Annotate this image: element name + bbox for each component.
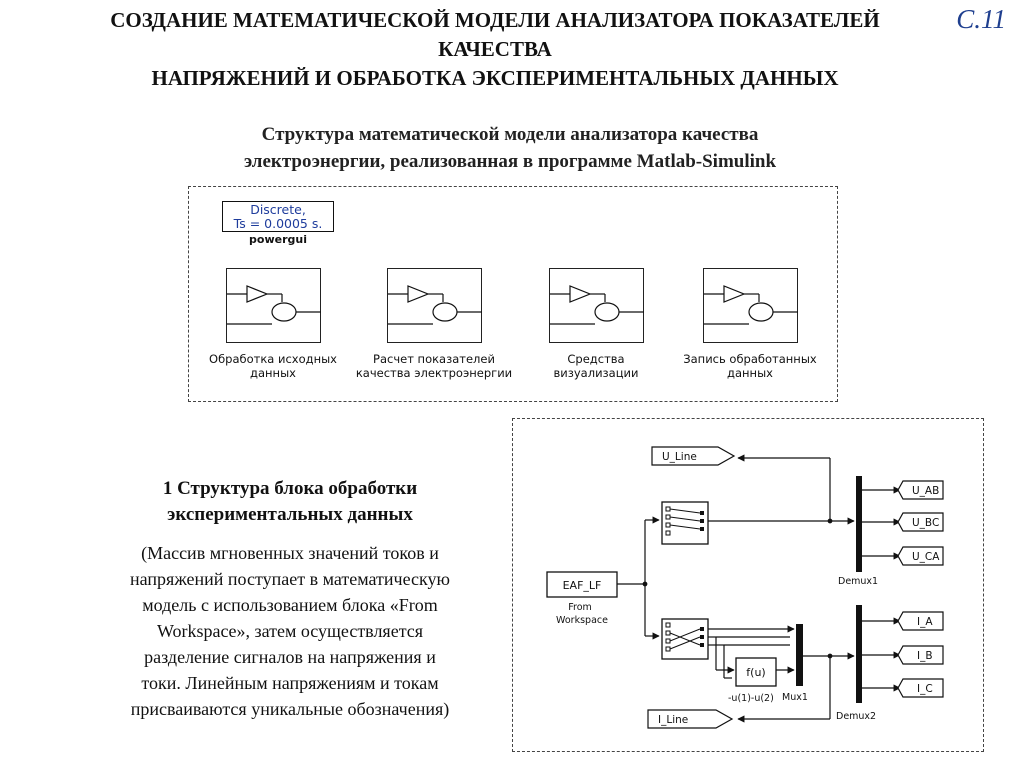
mux1-block[interactable] (796, 624, 803, 686)
subsystem-block-visualization[interactable] (549, 268, 644, 343)
goto-i-c-label: I_C (917, 683, 933, 695)
goto-i-c-block[interactable]: I_C (897, 678, 944, 698)
fcn-label: -u(1)-u(2) (728, 693, 774, 704)
fcn-block[interactable]: f(u) (735, 657, 777, 687)
goto-u-ca-label: U_CA (912, 551, 940, 563)
model-heading-line-2: электроэнергии, реализованная в программ… (243, 151, 777, 172)
powergui-line-2: Ts = 0.0005 s. (233, 216, 323, 231)
subsystem-label-visualization: Средства визуализации (511, 352, 681, 380)
description-line: разделение сигналов на напряжения и (144, 647, 436, 667)
subsystem-label-recording: Запись обработанных данных (665, 352, 835, 380)
powergui-line-1: Discrete, (250, 202, 306, 217)
subsystem-block-recording[interactable] (703, 268, 798, 343)
subsystem-label-line: качества электроэнергии (355, 366, 513, 380)
goto-i-a-block[interactable]: I_A (897, 611, 944, 631)
description-line: (Массив мгновенных значений токов и (141, 543, 439, 563)
from-workspace-block[interactable]: EAF_LF (546, 571, 618, 598)
section-heading: 1 Структура блока обработки эксперимента… (90, 476, 490, 528)
goto-u-ca-block[interactable]: U_CA (897, 546, 944, 566)
demux1-label: Demux1 (838, 576, 878, 587)
from-workspace-label-2: Workspace (556, 615, 608, 626)
goto-i-b-label: I_B (917, 650, 933, 662)
goto-u-line-block[interactable]: U_Line (651, 446, 736, 466)
subsystem-icon (227, 285, 321, 325)
fcn-expression: f(u) (746, 666, 765, 679)
title-line-3: НАПРЯЖЕНИЙ И ОБРАБОТКА ЭКСПЕРИМЕНТАЛЬНЫХ… (151, 66, 839, 90)
goto-i-b-block[interactable]: I_B (897, 645, 944, 665)
from-workspace-label-1: From (568, 602, 592, 613)
section-description: (Массив мгновенных значений токов и напр… (80, 540, 500, 722)
description-line: Workspace», затем осуществляется (156, 621, 424, 641)
title-line-2: КАЧЕСТВА (438, 37, 552, 61)
voltage-wires (708, 454, 855, 525)
input-wires (617, 516, 660, 640)
top-model-frame (188, 186, 838, 402)
demux1-block[interactable] (856, 476, 862, 572)
powergui-label: powergui (249, 233, 307, 246)
description-line: токи. Линейным напряжениям и токам (141, 673, 439, 693)
demux2-label: Demux2 (836, 711, 876, 722)
subsystem-label-line: Расчет показателей (373, 352, 495, 366)
subsystem-label-line: Запись обработанных (683, 352, 817, 366)
subsystem-icon (704, 285, 798, 325)
subsystem-label-processing: Обработка исходных данных (188, 352, 358, 380)
section-heading-line-2: экспериментальных данных (167, 504, 413, 525)
current-selector-block[interactable] (661, 618, 709, 660)
powergui-block[interactable]: Discrete, Ts = 0.0005 s. (222, 201, 334, 232)
subsystem-label-line: визуализации (553, 366, 639, 380)
demux1-output-wires (862, 486, 901, 560)
subsystem-label-line: Обработка исходных (209, 352, 337, 366)
goto-i-a-label: I_A (917, 616, 933, 628)
demux2-block[interactable] (856, 605, 862, 703)
subsystem-icon (388, 285, 482, 325)
description-line: модель с использованием блока «From (142, 595, 438, 615)
goto-i-line-block[interactable]: I_Line (647, 709, 734, 729)
from-workspace-name: EAF_LF (563, 579, 602, 592)
description-line: присваиваются уникальные обозначения) (130, 699, 450, 719)
model-heading-line-1: Структура математической модели анализат… (261, 124, 759, 145)
subsystem-label-line: Средства (567, 352, 625, 366)
goto-u-ab-block[interactable]: U_AB (897, 480, 944, 500)
subsystem-label-line: данных (250, 366, 296, 380)
voltage-selector-block[interactable] (661, 501, 709, 545)
page-number: С.11 (956, 4, 1006, 34)
goto-u-bc-label: U_BC (912, 517, 939, 529)
subsystem-label-quality: Расчет показателей качества электроэнерг… (349, 352, 519, 380)
bottom-model-frame (512, 418, 984, 752)
title-line-1: СОЗДАНИЕ МАТЕМАТИЧЕСКОЙ МОДЕЛИ АНАЛИЗАТО… (110, 8, 880, 32)
goto-u-bc-block[interactable]: U_BC (897, 512, 944, 532)
slide-title: СОЗДАНИЕ МАТЕМАТИЧЕСКОЙ МОДЕЛИ АНАЛИЗАТО… (40, 6, 950, 93)
subsystem-block-processing[interactable] (226, 268, 321, 343)
goto-i-line-label: I_Line (658, 714, 688, 726)
subsystem-icon (550, 285, 644, 325)
section-heading-line-1: 1 Структура блока обработки (162, 478, 418, 499)
subsystem-label-line: данных (727, 366, 773, 380)
current-wires (708, 625, 855, 723)
mux1-label: Mux1 (782, 692, 808, 703)
demux2-output-wires (862, 617, 901, 692)
model-structure-heading: Структура математической модели анализат… (170, 121, 850, 175)
goto-u-line-label: U_Line (662, 451, 697, 463)
subsystem-block-quality[interactable] (387, 268, 482, 343)
goto-u-ab-label: U_AB (912, 485, 939, 497)
description-line: напряжений поступает в математическую (130, 569, 450, 589)
